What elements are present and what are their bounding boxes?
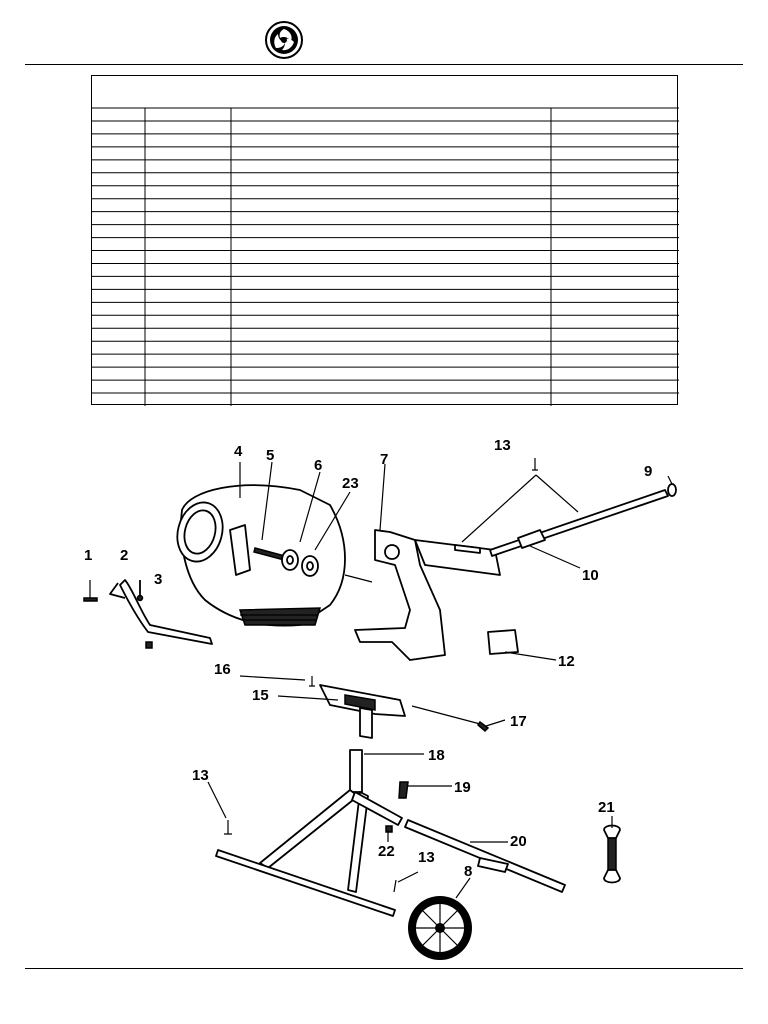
callout-18: 18: [428, 747, 445, 764]
header-rule: [25, 64, 743, 65]
callout-22: 22: [378, 843, 395, 860]
tilt-handle: [83, 579, 213, 649]
r-clip-pin-lower: [393, 879, 397, 893]
callout-10: 10: [582, 567, 599, 584]
tow-bar: [489, 483, 677, 557]
callout-12: 12: [558, 653, 575, 670]
callout-15: 15: [252, 687, 269, 704]
callout-5: 5: [266, 447, 274, 464]
footer-rule: [25, 968, 743, 969]
callout-23: 23: [342, 475, 359, 492]
motor-bracket: [487, 629, 519, 655]
callout-17: 17: [510, 713, 527, 730]
r-clip-pin-top: [532, 458, 538, 471]
callout-13-left: 13: [192, 767, 209, 784]
leader-lines: [207, 461, 673, 899]
callout-3: 3: [154, 571, 162, 588]
parts-table: [91, 75, 679, 406]
callout-20: 20: [510, 833, 527, 850]
callout-2: 2: [120, 547, 128, 564]
callout-13: 13: [494, 437, 511, 454]
callout-7: 7: [380, 451, 388, 468]
r-clip-pin: [309, 676, 315, 687]
r-clip-pin-left: [224, 820, 232, 835]
callout-8: 8: [464, 863, 472, 880]
brand-rose-logo-icon: [265, 21, 303, 59]
callout-6: 6: [314, 457, 322, 474]
exploded-parts-diagram: 1 2 3 4 5 6 23 7 13 9 10 12 16 15 17 18 …: [83, 437, 677, 960]
callout-9: 9: [644, 463, 652, 480]
wrench: [603, 824, 621, 884]
bolt: [385, 825, 393, 833]
wheel: [408, 896, 472, 960]
crank-cable: [411, 705, 485, 726]
parts-table-grid: [92, 107, 679, 406]
callout-13-lower: 13: [418, 849, 435, 866]
yoke-frame: [354, 529, 501, 661]
drive-shaft-and-washers: [253, 547, 319, 577]
callout-19: 19: [454, 779, 471, 796]
mixer-drum: [176, 484, 373, 627]
callout-4: 4: [234, 443, 243, 460]
callout-21: 21: [598, 799, 615, 816]
callout-16: 16: [214, 661, 231, 678]
cable-end: [477, 720, 490, 733]
callout-1: 1: [84, 547, 92, 564]
stand-frame: [215, 749, 566, 917]
lock-pin: [398, 781, 409, 799]
cross-tube: [319, 684, 406, 739]
